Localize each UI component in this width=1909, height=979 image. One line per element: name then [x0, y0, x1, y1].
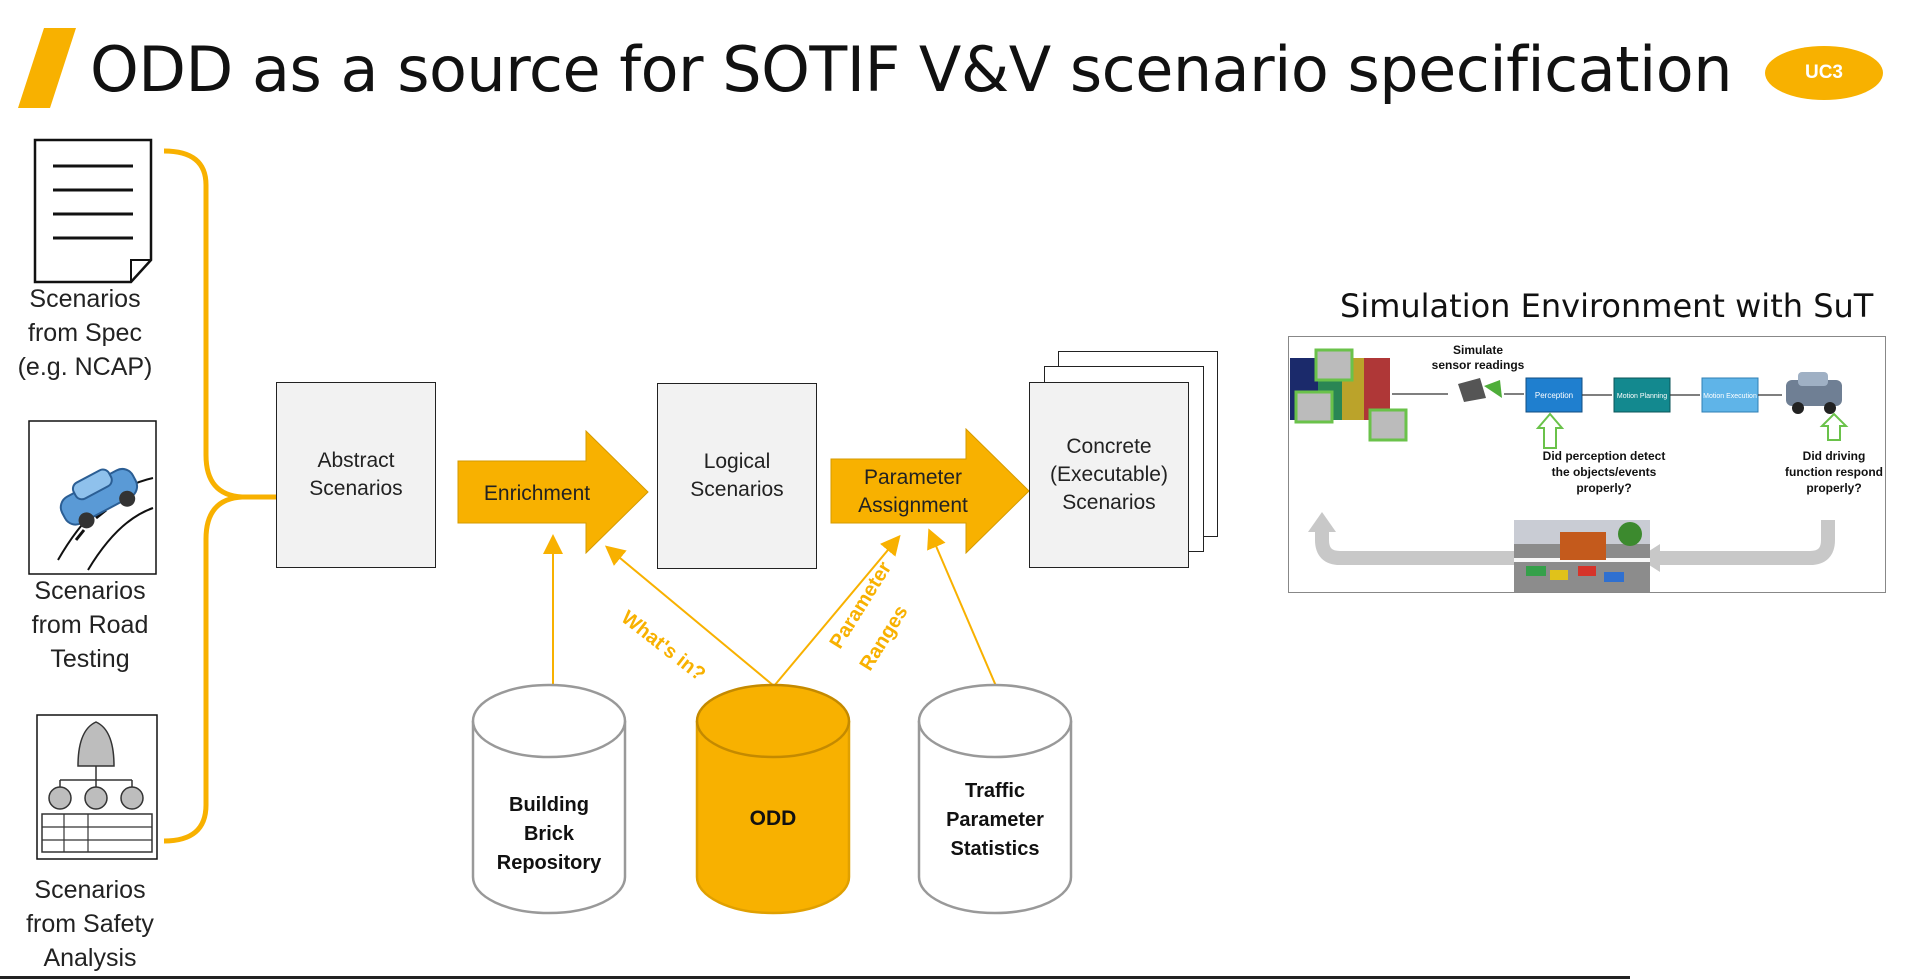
source-label-line: Scenarios — [29, 285, 141, 313]
logical-scenarios-box: Logical Scenarios — [657, 383, 817, 569]
db-label-line: Statistics — [951, 838, 1040, 860]
driving-check-arrow — [1819, 412, 1849, 441]
building-brick-repository-db: Building Brick Repository — [471, 683, 627, 915]
source-label-line: from Safety — [26, 910, 154, 938]
sensor-label-line: Simulate — [1453, 343, 1503, 357]
source-label-line: from Road — [31, 611, 149, 639]
motion-execution-block-label: Motion Execution — [1703, 393, 1757, 400]
stats-to-param-arrow — [927, 528, 997, 687]
question-line: Did driving — [1803, 449, 1866, 463]
box-label-line: Scenarios — [1062, 491, 1156, 514]
simulation-title: Simulation Environment with SuT — [1340, 287, 1874, 325]
camera-thumb — [1368, 408, 1408, 442]
question-line: the objects/events — [1552, 465, 1657, 479]
odd-to-enrichment-arrow — [604, 545, 775, 687]
param-assign-line-1: Parameter — [864, 466, 962, 489]
source-label-road: Scenarios from Road Testing — [15, 574, 165, 676]
question-line: function respond — [1785, 465, 1883, 479]
motion-planning-block-label: Motion Planning — [1617, 393, 1667, 400]
slide-title: ODD as a source for SOTIF V&V scenario s… — [90, 33, 1733, 106]
database-connectors: What's in? Parameter Ranges — [543, 528, 997, 687]
title-accent-slash — [18, 28, 76, 108]
traffic-parameter-statistics-db: Traffic Parameter Statistics — [917, 683, 1073, 915]
box-label-line: Abstract — [317, 449, 395, 472]
enrichment-label: Enrichment — [484, 482, 590, 505]
perception-block — [1525, 377, 1583, 413]
source-label-line: Testing — [50, 645, 130, 673]
abstract-scenarios-box: Abstract Scenarios — [276, 382, 436, 568]
db-label-line: Traffic — [965, 780, 1025, 802]
box-label-line: Logical — [703, 450, 771, 473]
source-label-spec: Scenarios from Spec (e.g. NCAP) — [10, 282, 160, 384]
sim-car-icon — [1786, 380, 1842, 406]
box-label-line: Concrete — [1066, 435, 1152, 458]
db-label-line: Brick — [524, 823, 575, 845]
db-label-line: Building — [509, 794, 589, 816]
question-line: properly? — [1806, 481, 1861, 495]
simulation-diagram: Simulate sensor readings Perception Moti… — [1290, 343, 1883, 592]
perception-check-arrow — [1535, 412, 1565, 449]
parameter-assignment-arrow: Parameter Assignment — [830, 428, 1030, 554]
uc3-badge: UC3 — [1765, 46, 1883, 100]
fault-tree-icon — [36, 714, 158, 860]
question-line: Did perception detect — [1543, 449, 1666, 463]
perception-block-label: Perception — [1535, 391, 1573, 400]
camera-thumb — [1294, 390, 1334, 424]
source-label-line: (e.g. NCAP) — [17, 353, 153, 381]
motion-planning-block — [1613, 377, 1671, 413]
sensor-label-line: sensor readings — [1432, 358, 1525, 372]
source-label-line: Scenarios — [34, 577, 146, 605]
motion-execution-block — [1701, 377, 1759, 413]
car-on-road-icon — [28, 420, 157, 575]
feedback-loop-right — [1648, 520, 1835, 565]
param-assign-line-2: Assignment — [858, 494, 968, 517]
box-label-line: (Executable) — [1050, 463, 1168, 486]
footer-rule — [0, 976, 1630, 979]
source-label-line: from Spec — [28, 319, 142, 347]
enrichment-arrow: Enrichment — [457, 430, 649, 554]
db-label-line: ODD — [750, 807, 797, 830]
grouping-brace — [163, 148, 276, 844]
concrete-scenarios-box: Concrete (Executable) Scenarios — [1029, 382, 1189, 568]
source-label-line: Analysis — [43, 944, 137, 972]
camera-thumb — [1314, 348, 1354, 382]
question-line: properly? — [1576, 481, 1631, 495]
box-label-line: Scenarios — [690, 478, 784, 501]
box-label-line: Scenarios — [309, 477, 403, 500]
source-label-safety: Scenarios from Safety Analysis — [15, 873, 165, 975]
odd-db: ODD — [695, 683, 851, 915]
feedback-loop-left — [1315, 528, 1516, 565]
whats-in-label: What's in? — [617, 607, 710, 686]
db-label-line: Parameter — [946, 809, 1044, 831]
db-label-line: Repository — [497, 852, 602, 874]
sensor-icon — [1458, 378, 1486, 402]
odd-to-param-arrow — [773, 534, 901, 687]
source-label-line: Scenarios — [34, 876, 146, 904]
document-icon — [33, 138, 153, 284]
